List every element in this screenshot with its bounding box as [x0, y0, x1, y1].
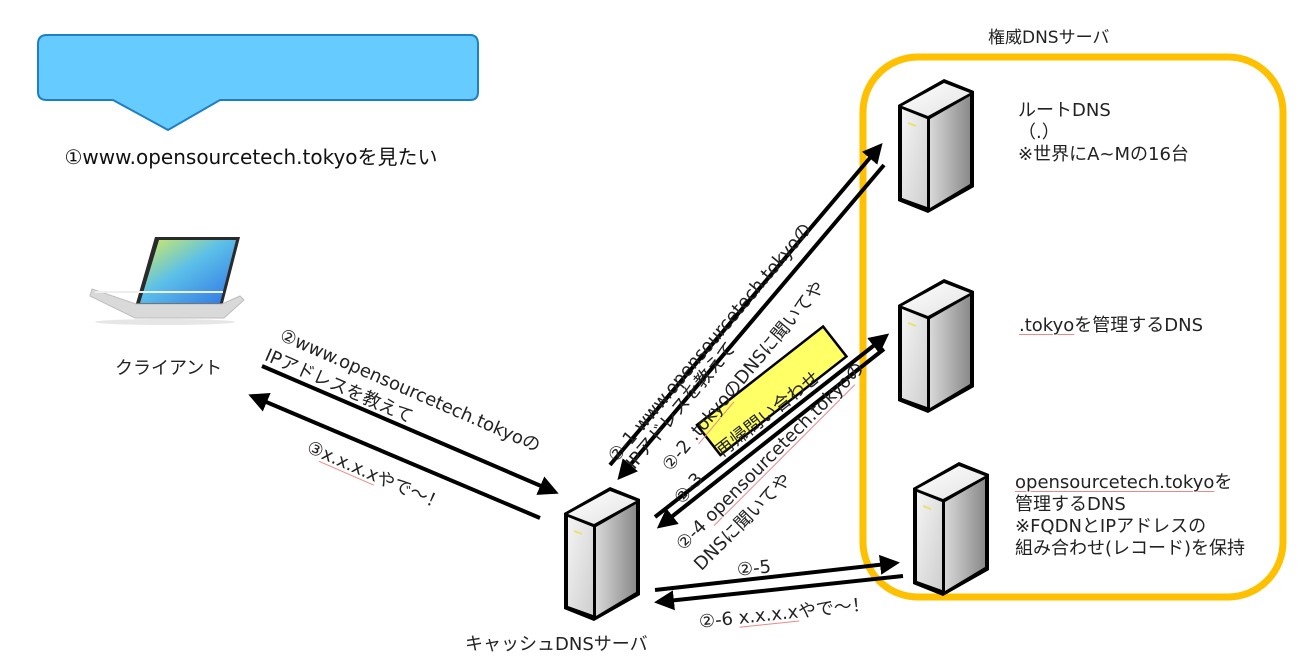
recursive-query-label-box	[695, 324, 849, 457]
laptop-icon	[89, 237, 245, 325]
authoritative-dns-group-frame	[859, 53, 1287, 601]
arrow-client-to-cache	[261, 364, 559, 495]
arrow-tokyo-to-cache	[656, 347, 886, 529]
arrow-cache-to-root	[608, 142, 883, 467]
arrow-cache-to-client	[248, 393, 541, 520]
tokyo-domain: .tokyo	[1019, 315, 1075, 336]
step2-6-number: ②-6	[698, 607, 740, 633]
tokyo-dns-server-icon	[897, 278, 975, 414]
speech-bubble-shape	[37, 34, 479, 132]
tokyo-dns-description: .tokyoを管理するDNS	[1019, 315, 1203, 337]
client-label: クライアント	[115, 358, 223, 379]
opensourcetech-dns-line2: 管理するDNS	[1015, 493, 1126, 515]
opensourcetech-dns-description: opensourcetech.tokyoを 管理するDNS ※FQDNとIPアド…	[1015, 472, 1245, 560]
opensourcetech-domain: opensourcetech.tokyo	[1015, 472, 1215, 493]
arrow-cache-to-tokyo	[653, 333, 890, 519]
root-dns-dot: （.）	[1018, 121, 1060, 143]
tokyo-dns-suffix: を管理するDNS	[1074, 315, 1204, 336]
authoritative-dns-group-title: 権威DNSサーバ	[988, 28, 1110, 48]
opensourcetech-dns-server-icon	[912, 461, 990, 597]
arrow-root-to-cache	[617, 163, 886, 481]
root-dns-server-icon	[897, 78, 975, 214]
root-dns-name: ルートDNS	[1018, 100, 1111, 121]
root-dns-note: ※世界にA~Mの16台	[1018, 143, 1189, 165]
speech-bubble-text: ①www.opensourcetech.tokyoを見たい	[64, 145, 438, 169]
arrow-cache-to-opensourcetech	[654, 554, 900, 592]
opensourcetech-dns-line4: 組み合わせ(レコード)を保持	[1015, 537, 1246, 559]
cache-dns-server-label: キャッシュDNSサーバ	[465, 634, 648, 655]
cache-dns-server-icon	[563, 486, 641, 622]
arrow-opensourcetech-to-cache	[654, 574, 904, 611]
step2-5-request: ②-5	[736, 556, 773, 581]
opensourcetech-particle: を	[1214, 472, 1233, 493]
opensourcetech-dns-line3: ※FQDNとIPアドレスの	[1015, 515, 1207, 537]
root-dns-description: ルートDNS （.） ※世界にA~Mの16台	[1018, 100, 1189, 166]
